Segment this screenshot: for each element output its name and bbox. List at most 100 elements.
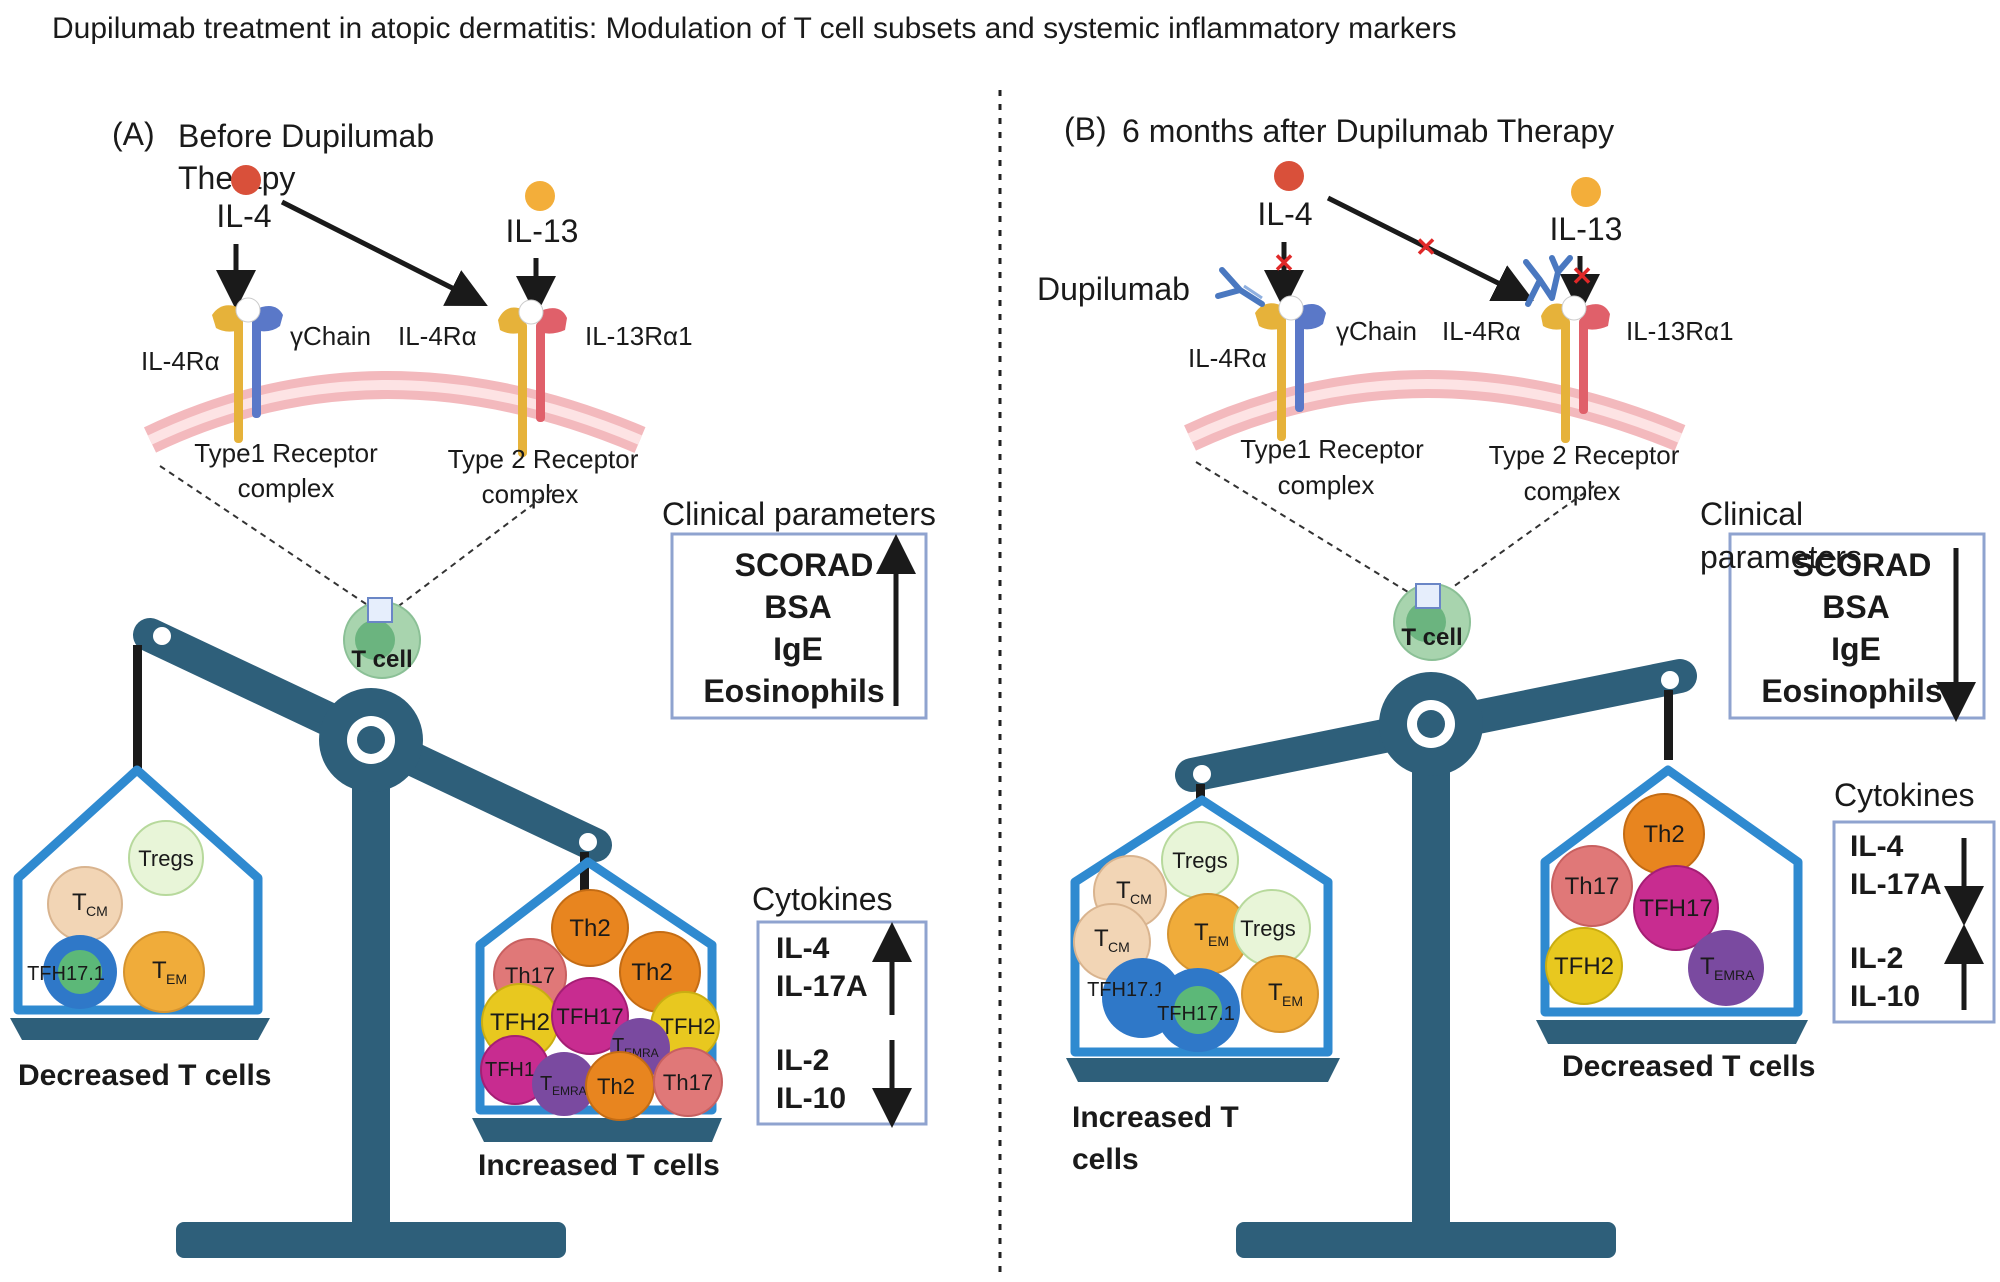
cell-th17: Th17 [1551, 845, 1633, 927]
cell-label: TFH2 [1554, 953, 1614, 980]
blocked-x-icon: ✕ [1273, 248, 1295, 278]
clinical-item: Eosinophils [703, 673, 884, 709]
cell-membrane-inner [147, 380, 642, 445]
cytokine-item: IL-2 [776, 1044, 829, 1077]
cell-label-sub: EM [1282, 993, 1303, 1009]
cell-membrane-inner [1187, 379, 1682, 443]
figure-title: Dupilumab treatment in atopic dermatitis… [52, 12, 1456, 45]
il13ra1-label: IL-13Rα1 [1626, 316, 1734, 346]
clinical-item: IgE [1831, 631, 1881, 667]
cell-label: TFH17.1 [1157, 1003, 1235, 1025]
cell-label: T [1268, 979, 1283, 1006]
cell-label: Tregs [138, 846, 193, 871]
cell-temra: T EMRA [532, 1052, 596, 1116]
cell-th2: Th2 [551, 889, 629, 967]
type1-label-line1: Type1 Receptor [1240, 434, 1424, 464]
cell-label: T [72, 889, 87, 916]
il4ra-right-label: IL-4Rα [398, 321, 477, 351]
cytokine-item: IL-17A [1850, 868, 1942, 901]
dupilumab-label: Dupilumab [1037, 271, 1190, 307]
cell-label: T [1116, 877, 1131, 904]
cytokines-title: Cytokines [1834, 777, 1975, 813]
panel-b-heading: 6 months after Dupilumab Therapy [1122, 113, 1614, 149]
il4ra-right-label: IL-4Rα [1442, 316, 1521, 346]
type1-label-line1: Type1 Receptor [194, 438, 378, 468]
cell-label: Th17 [663, 1070, 713, 1095]
cell-label: Th2 [631, 959, 672, 986]
il13-label: IL-13 [506, 213, 579, 249]
il4-ligand [1274, 161, 1304, 191]
clinical-item: SCORAD [735, 547, 874, 583]
clinical-item: SCORAD [1793, 547, 1932, 583]
cell-label: T [540, 1073, 552, 1095]
cell-tfh1: TFH1 [480, 1035, 550, 1105]
zoom-line-right [1445, 485, 1595, 593]
zoom-line-left [1195, 461, 1409, 593]
cell-tfh17-1: TFH17.1 [1156, 968, 1240, 1052]
cell-tem: T EM [123, 931, 205, 1013]
cell-label: Th2 [597, 1074, 635, 1099]
il13ra1-label: IL-13Rα1 [585, 321, 693, 351]
cell-tfh2: TFH2 [1545, 927, 1623, 1005]
cell-th2: Th2 [585, 1051, 655, 1121]
balance-scale-b [1175, 659, 1697, 1258]
balance-scale-a [133, 618, 612, 1258]
cell-label: Tregs [1172, 848, 1227, 873]
cell-tregs: Tregs [128, 820, 204, 896]
cell-label: T [1094, 925, 1109, 952]
cell-th17: Th17 [653, 1047, 723, 1117]
cytokines-title: Cytokines [752, 881, 893, 917]
clinical-title-line2: parameters [1700, 539, 1862, 575]
blocked-x-icon: ✕ [1571, 261, 1593, 291]
dupilumab-antibody [1215, 267, 1265, 307]
tcell-label: T cell [1401, 624, 1462, 651]
cell-tfh17-1: TFH17.1 [27, 935, 117, 1009]
cell-label: TFH2 [661, 1014, 716, 1039]
cell-label: TFH17.1 [27, 963, 105, 985]
il4ra-left-label: IL-4Rα [1188, 343, 1267, 373]
cell-label-sub: CM [86, 903, 108, 919]
tcell-zoom-box [367, 597, 393, 623]
cell-label: TFH17 [556, 1004, 623, 1029]
cell-label: TFH1 [485, 1059, 535, 1081]
cell-tfh17: TFH17 [1633, 865, 1719, 951]
clinical-title: Clinical parameters [662, 496, 936, 532]
cytokine-item: IL-4 [776, 932, 830, 965]
cell-tregs: Tregs [1233, 889, 1311, 967]
panel-b: (B) 6 months after Dupilumab Therapy IL-… [1037, 111, 1996, 1258]
cytokine-item: IL-4 [1850, 830, 1904, 863]
basket-left-b [1066, 795, 1340, 1082]
tcell-nucleus [355, 620, 395, 660]
il4-arrow-type2 [1326, 195, 1534, 301]
cell-tcm: T CM [47, 866, 123, 942]
type2-label-line2: complex [482, 479, 579, 509]
cell-label: Tregs [1240, 916, 1295, 941]
type2-label-line1: Type 2 Receptor [1489, 440, 1680, 470]
panel-a-heading-line1: Before Dupilumab [178, 118, 434, 154]
cell-label-sub: CM [1130, 891, 1152, 907]
cell-tfh17: TFH17 [551, 977, 629, 1055]
il4-arrow-type2 [280, 199, 488, 307]
panel-b-label: (B) [1064, 111, 1107, 147]
cell-label-sub: EMRA [552, 1084, 587, 1098]
panel-a-label: (A) [112, 116, 155, 152]
type1-receptor [1255, 295, 1326, 441]
cell-tem: T EM [1167, 893, 1249, 975]
il13-label: IL-13 [1550, 211, 1623, 247]
il4-label: IL-4 [216, 198, 271, 234]
il4-label: IL-4 [1257, 196, 1312, 232]
clinical-item: BSA [1822, 589, 1890, 625]
clinical-item: IgE [773, 631, 823, 667]
left-basket-caption-line1: Increased T [1072, 1101, 1239, 1134]
cell-label: T [1194, 919, 1209, 946]
tcell-nucleus [1406, 602, 1446, 642]
dupilumab-antibody [1523, 255, 1573, 307]
cell-label: TFH2 [490, 1009, 550, 1036]
cell-label: T [1700, 953, 1715, 980]
zoom-line-left [159, 465, 373, 609]
cell-label: TFH17 [1639, 895, 1712, 922]
tcell-label: T cell [351, 646, 412, 673]
left-basket-caption: Decreased T cells [18, 1059, 272, 1092]
cell-label: Th17 [1565, 873, 1620, 900]
